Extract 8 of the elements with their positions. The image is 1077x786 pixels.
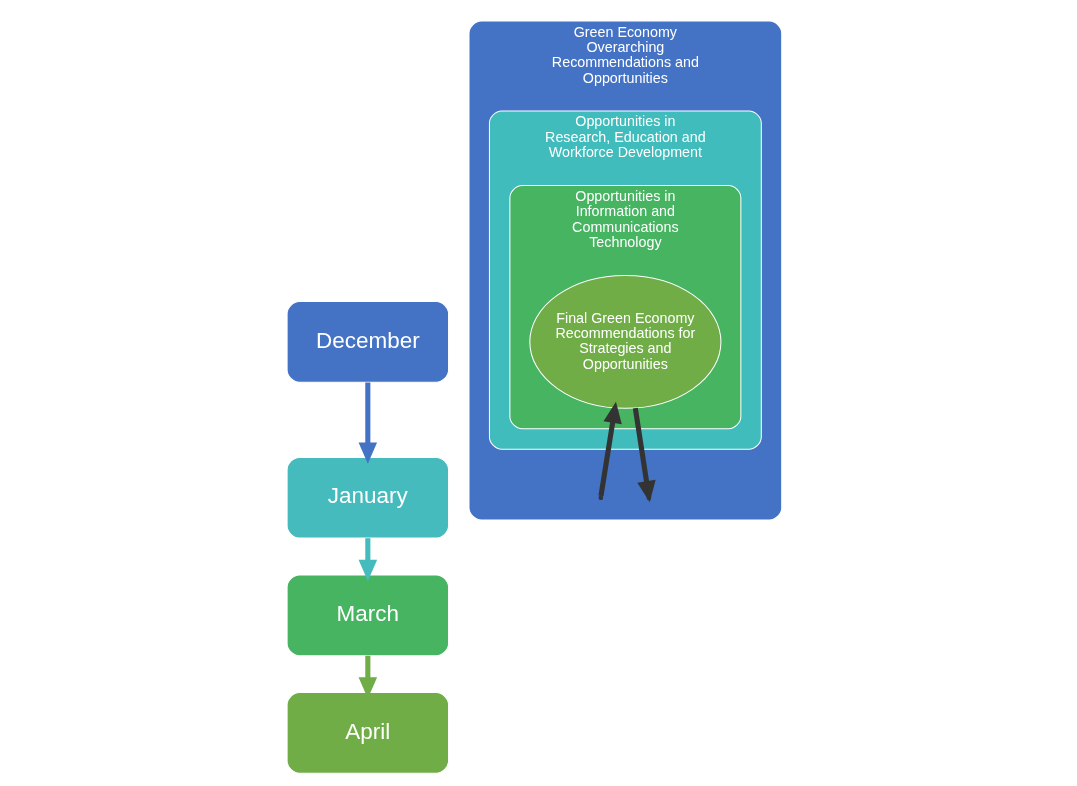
node-box: April bbox=[286, 691, 450, 774]
arrow bbox=[598, 401, 622, 497]
node-ellipse: Final Green Economy Recommendations for Strategies and Opportunities bbox=[529, 274, 722, 409]
node-box: January bbox=[286, 456, 450, 539]
node-box: December bbox=[286, 301, 450, 383]
arrow bbox=[358, 538, 378, 581]
arrow bbox=[358, 382, 378, 464]
node-box: March bbox=[286, 574, 450, 657]
